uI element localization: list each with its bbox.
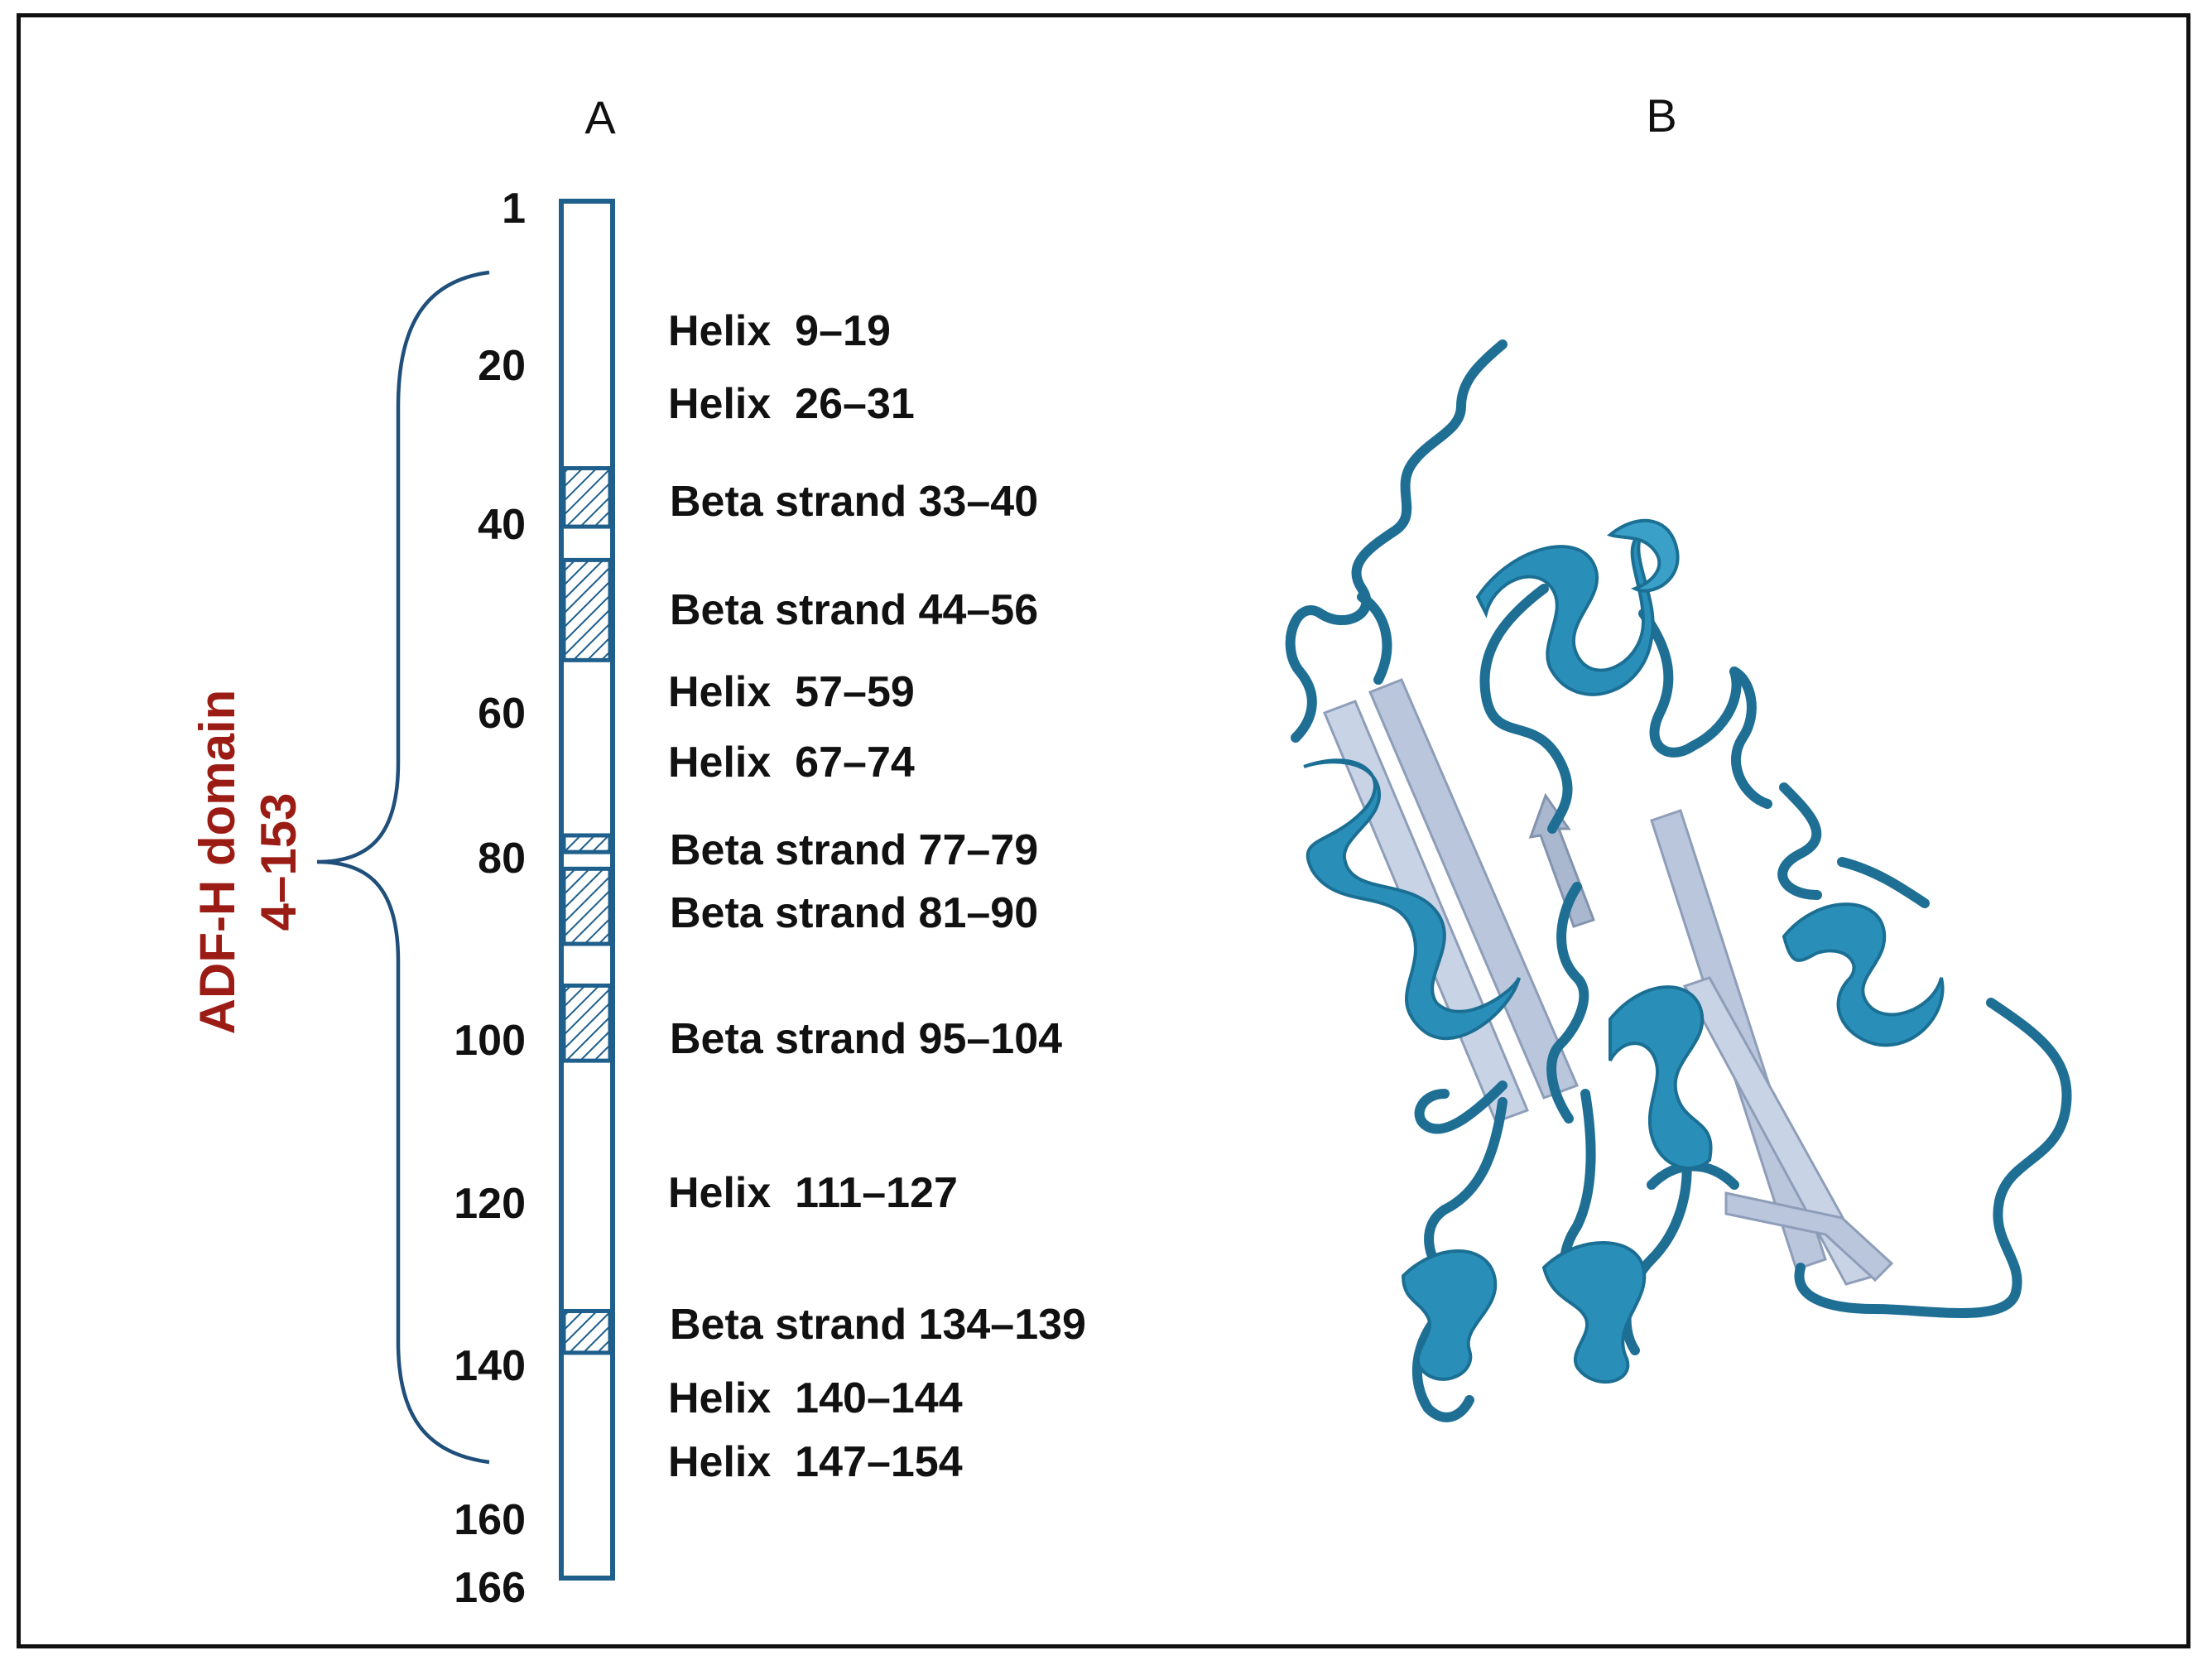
position-label: 120 — [454, 1180, 526, 1228]
figure-frame: A B 1 20 40 60 80 100 120 140 160 166 He… — [17, 13, 2190, 1648]
loop-segment — [1837, 857, 1930, 908]
loop-segment — [1777, 782, 1822, 900]
helix-ribbon — [1303, 758, 1521, 1041]
panel-a-label: A — [584, 91, 616, 143]
beta-strand-segment — [561, 866, 613, 946]
feature-label-helix: Helix 67–74 — [668, 739, 915, 787]
feature-label-beta-strand: Beta strand 81–90 — [670, 889, 1038, 937]
feature-label-beta-strand: Beta strand 33–40 — [670, 478, 1038, 526]
beta-strand-segment — [561, 557, 613, 662]
position-label: 166 — [454, 1564, 526, 1612]
sequence-bar — [559, 199, 615, 1581]
loop-segment — [1729, 666, 1772, 809]
alpha-helices — [1303, 518, 1945, 1383]
domain-label-range: 4–153 — [251, 793, 306, 931]
feature-labels: Helix 9–19 Helix 26–31 Beta strand 33–40… — [668, 307, 1086, 1486]
feature-label-beta-strand: Beta strand 77–79 — [670, 826, 1038, 874]
beta-strand-segment — [561, 833, 613, 854]
beta-strand-arrow — [1724, 1191, 1894, 1282]
loop-segment — [1414, 1080, 1508, 1134]
helix-ribbon — [1541, 1241, 1647, 1383]
figure-canvas: A B 1 20 40 60 80 100 120 140 160 166 He… — [190, 89, 2072, 1612]
panel-b-label: B — [1646, 89, 1676, 142]
loop-segment — [1546, 882, 1589, 1124]
position-label: 60 — [478, 690, 526, 738]
position-label: 1 — [502, 185, 526, 233]
helix-ribbon — [1606, 518, 1680, 593]
helix-ribbon — [1401, 1249, 1498, 1381]
position-label: 100 — [454, 1017, 526, 1065]
position-label: 160 — [454, 1496, 526, 1544]
domain-label-name: ADF-H domain — [190, 690, 245, 1035]
domain-brace — [316, 270, 490, 1465]
position-label: 20 — [478, 342, 526, 390]
beta-strand-segments — [561, 466, 613, 1355]
domain-label: ADF-H domain 4–153 — [190, 690, 306, 1035]
loop-segment — [1285, 339, 1508, 743]
loop-segment — [1357, 592, 1392, 685]
beta-strand-arrow — [1368, 678, 1580, 1100]
position-label: 40 — [478, 501, 526, 549]
feature-label-helix: Helix 9–19 — [668, 307, 891, 355]
feature-label-beta-strand: Beta strand 95–104 — [670, 1015, 1062, 1063]
helix-ribbon — [1609, 985, 1713, 1170]
protein-ribbon-structure — [1285, 339, 2072, 1422]
feature-label-helix: Helix 26–31 — [668, 380, 915, 428]
loop-segment — [1479, 584, 1573, 834]
beta-strand-segment — [561, 1308, 613, 1355]
loop-segment — [1638, 609, 1742, 758]
helix-ribbon — [1782, 902, 1945, 1047]
beta-strand-segment — [561, 466, 613, 529]
feature-label-helix: Helix 147–154 — [668, 1438, 963, 1486]
position-label: 80 — [478, 835, 526, 883]
feature-label-helix: Helix 111–127 — [668, 1169, 958, 1217]
position-label: 140 — [454, 1342, 526, 1390]
position-labels: 1 20 40 60 80 100 120 140 160 166 — [454, 185, 526, 1612]
beta-strand-segment — [561, 983, 613, 1063]
feature-label-helix: Helix 140–144 — [668, 1374, 963, 1422]
feature-label-beta-strand: Beta strand 44–56 — [670, 586, 1038, 634]
loop-segment — [1794, 998, 2072, 1318]
helix-ribbon — [1475, 529, 1655, 696]
feature-label-beta-strand: Beta strand 134–139 — [670, 1301, 1086, 1349]
feature-label-helix: Helix 57–59 — [668, 668, 915, 716]
